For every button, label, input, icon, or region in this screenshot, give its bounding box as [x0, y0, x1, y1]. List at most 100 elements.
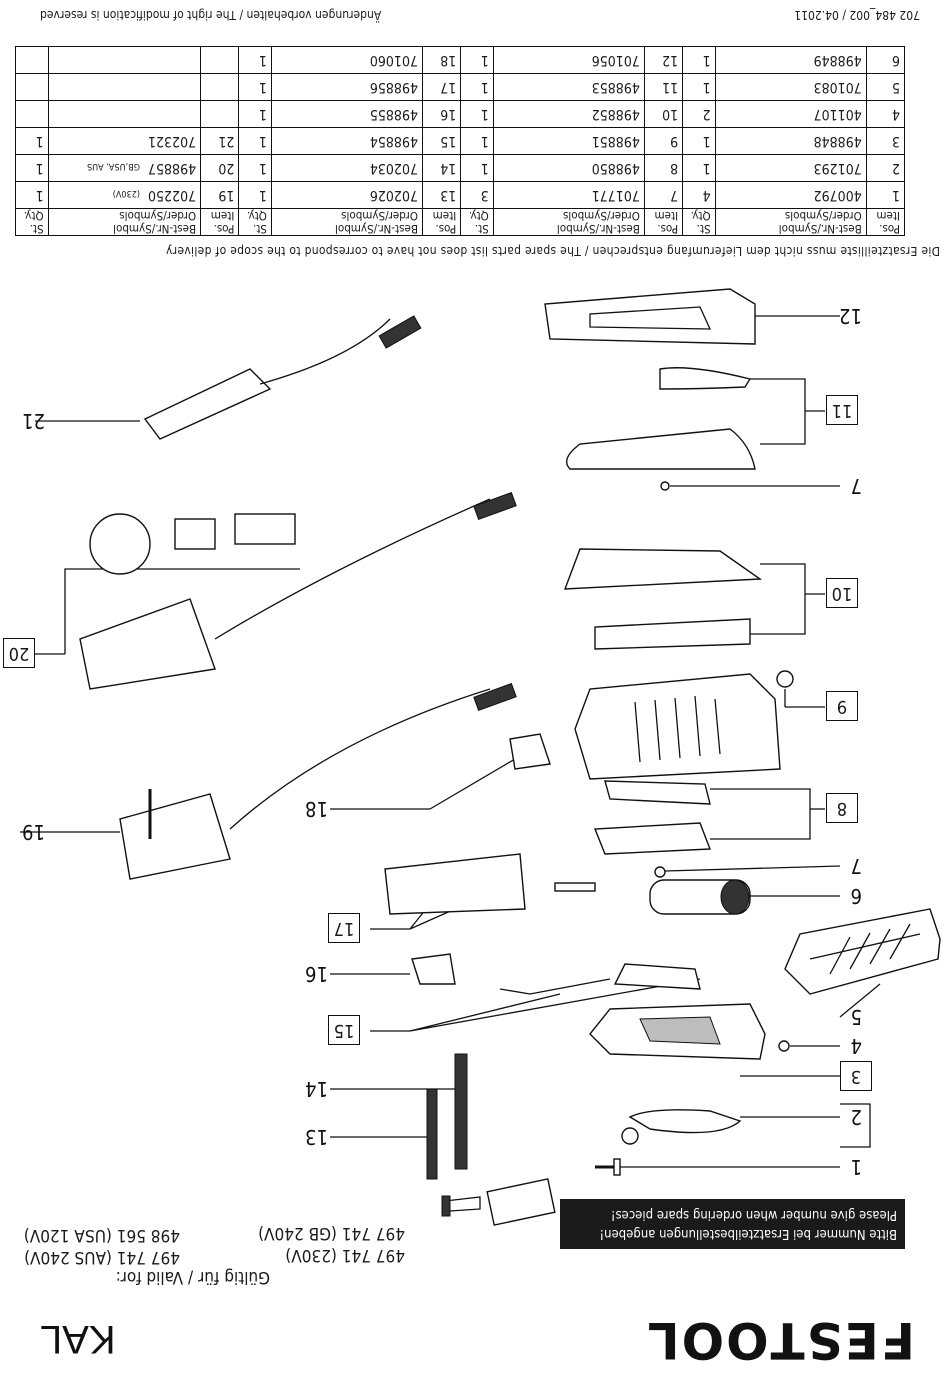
part-label-18: 18 [305, 797, 328, 821]
table-cell-pos [200, 100, 239, 128]
part-5-base [784, 908, 941, 1018]
part-label-10: 10 [826, 578, 858, 608]
cell-value: 1 [891, 187, 900, 203]
table-cell-qty: 1 [682, 46, 716, 74]
cell-value: 2 [702, 106, 711, 122]
table-header-row: Pos. Item Best-Nr./Symbol Order/Symbols … [15, 208, 905, 236]
table-cell-pos: 2 [866, 154, 905, 182]
part-7-screw-upper [660, 481, 840, 491]
table-cell-qty: 1 [238, 154, 272, 182]
table-cell-pos: 9 [644, 127, 683, 155]
table-cell-qty: 2 [682, 100, 716, 128]
part-label-8: 8 [826, 793, 858, 823]
cell-value: 7 [670, 187, 679, 203]
part-21-car-adapter [35, 315, 422, 440]
part-label-11: 11 [826, 395, 858, 425]
cell-value: 1 [480, 52, 489, 68]
table-cell-order: 702321 [48, 127, 201, 155]
part-7-screw-lower [654, 865, 841, 878]
table-cell-pos: 10 [644, 100, 683, 128]
part-4-screw [778, 1040, 840, 1052]
cell-value: 701771 [591, 187, 640, 203]
table-cell-order: 701771 [493, 181, 645, 209]
part-2-strap [621, 1109, 840, 1145]
cell-value: 18 [440, 52, 457, 68]
cell-value: 1 [480, 133, 489, 149]
table-cell-pos: 7 [644, 181, 683, 209]
cell-value: 400792 [813, 187, 862, 203]
cell-value: 498852 [591, 106, 640, 122]
part-19-charger-eu [20, 682, 517, 880]
part-3-housing [589, 1003, 871, 1148]
header-pos: Pos. Item [200, 208, 239, 236]
hand-card-icon [441, 1178, 556, 1226]
header-order: Best-Nr./Symbol Order/Symbols [715, 208, 867, 236]
cell-value: 12 [662, 52, 679, 68]
table-cell-pos: 13 [422, 181, 461, 209]
table-cell-qty: 1 [238, 181, 272, 209]
table-cell-order: 702026 [271, 181, 423, 209]
table-cell-pos: 6 [866, 46, 905, 74]
cell-value: 17 [440, 79, 457, 95]
table-cell-qty: 1 [460, 100, 494, 128]
table-cell-pos: 21 [200, 127, 239, 155]
table-cell-pos: 1 [866, 181, 905, 209]
cell-value: 498857 [148, 160, 197, 176]
part-17-clip-housing [370, 853, 596, 930]
cell-value: 702026 [369, 187, 418, 203]
cell-value: 1 [258, 106, 267, 122]
cell-value: 498856 [369, 79, 418, 95]
cell-value: 1 [702, 52, 711, 68]
cell-value: 14 [440, 160, 457, 176]
table-cell-order: 498848 [715, 127, 867, 155]
table-cell-qty: 1 [15, 181, 49, 209]
part-label-20: 20 [3, 638, 35, 668]
header-pos: Pos. Item [644, 208, 683, 236]
table-cell-qty [15, 100, 49, 128]
table-cell-pos: 5 [866, 73, 905, 101]
table-cell-pos: 16 [422, 100, 461, 128]
table-cell-order: 498849 [715, 46, 867, 74]
cell-note: (230V) [112, 188, 140, 198]
part-label-7b: 7 [850, 854, 862, 878]
table-cell-qty: 1 [682, 154, 716, 182]
table-cell-order: 498851 [493, 127, 645, 155]
cell-note: GB,USA, AUS [87, 161, 140, 171]
cell-value: 702034 [369, 160, 418, 176]
cell-value: 1 [702, 160, 711, 176]
cell-value: 498849 [813, 52, 862, 68]
cell-value: 1 [480, 106, 489, 122]
part-9-lamp-body [574, 670, 825, 780]
table-cell-qty: 1 [460, 127, 494, 155]
part-12-lens [544, 288, 840, 345]
table-cell-qty: 1 [460, 73, 494, 101]
part-6-battery [649, 879, 840, 915]
part-16-bracket [330, 953, 456, 985]
header-order: Best-Nr./Symbol Order/Symbols [493, 208, 645, 236]
cell-value: 9 [670, 133, 679, 149]
table-cell-pos: 4 [866, 100, 905, 128]
part-8-pcb [593, 780, 825, 855]
table-cell-pos: 8 [644, 154, 683, 182]
cell-value: 1 [480, 160, 489, 176]
doc-number: 702 484_002 / 04.2011 [794, 8, 920, 22]
part-label-7a: 7 [850, 474, 862, 498]
part-label-6: 6 [850, 884, 862, 908]
part-label-2: 2 [850, 1105, 862, 1129]
table-cell-qty [15, 46, 49, 74]
table-cell-order: 498850 [493, 154, 645, 182]
header-pos: Pos. Item [866, 208, 905, 236]
table-cell-pos [200, 73, 239, 101]
cell-value: 15 [440, 133, 457, 149]
table-cell-order: 498855 [271, 100, 423, 128]
cell-value: 16 [440, 106, 457, 122]
cell-value: 8 [670, 160, 679, 176]
table-cell-qty: 1 [460, 46, 494, 74]
cell-value: 21 [218, 133, 235, 149]
table-cell-qty: 1 [238, 46, 272, 74]
